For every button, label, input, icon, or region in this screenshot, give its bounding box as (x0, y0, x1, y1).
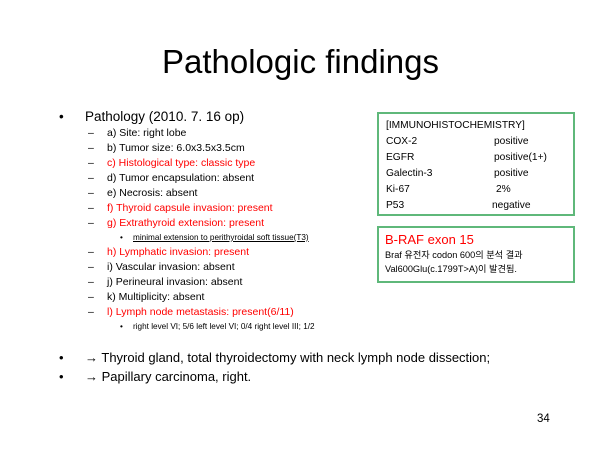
immuno-result: negative (492, 200, 531, 211)
conclusion-text: → Papillary carcinoma, right. (85, 369, 252, 384)
immuno-marker: Ki-67 (386, 184, 410, 195)
immuno-heading: [IMMUNOHISTOCHEMISTRY] (386, 120, 525, 131)
immuno-marker: COX-2 (386, 136, 418, 147)
immuno-result: positive (494, 168, 529, 179)
braf-title: B-RAF exon 15 (385, 232, 474, 247)
conclusion-text: → Thyroid gland, total thyroidectomy wit… (85, 350, 491, 365)
bullet-icon: • (59, 109, 64, 124)
slide-title: Pathologic findings (161, 43, 440, 80)
immuno-marker: Galectin-3 (386, 168, 433, 179)
braf-line: Braf 유전자 codon 600의 분석 결과 (385, 250, 523, 260)
pathology-heading: Pathology (2010. 7. 16 op) (85, 109, 245, 124)
immuno-marker: P53 (386, 200, 405, 211)
immuno-result: positive (494, 136, 529, 147)
immuno-marker: EGFR (386, 152, 415, 163)
page-number: 34 (537, 413, 550, 425)
braf-box: B-RAF exon 15 Braf 유전자 codon 600의 분석 결과 … (377, 226, 575, 283)
bullet-icon: • (59, 350, 64, 365)
immuno-result: 2% (496, 184, 511, 195)
immunohistochemistry-box: [IMMUNOHISTOCHEMISTRY] COX-2 positive EG… (377, 112, 575, 216)
braf-line: Val600Glu(c.1799T>A)이 발견됨. (385, 264, 517, 274)
bullet-icon: • (59, 369, 64, 384)
immuno-result: positive(1+) (494, 152, 547, 163)
